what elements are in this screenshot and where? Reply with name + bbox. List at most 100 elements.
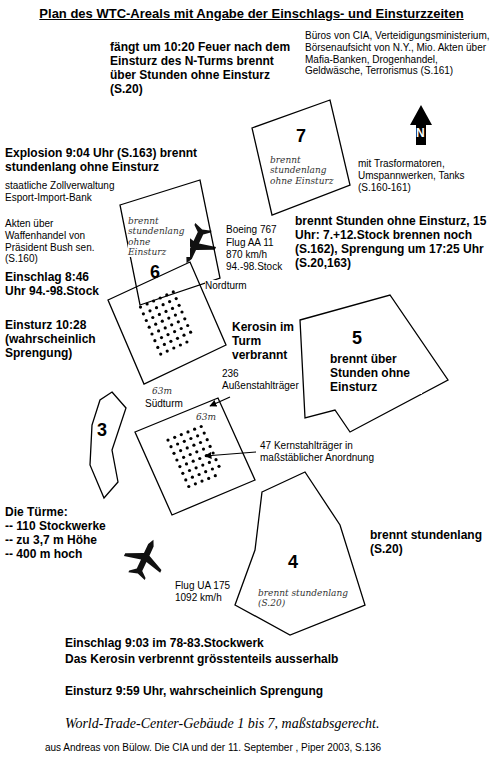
- core-column: [189, 437, 192, 440]
- core-column: [188, 469, 191, 472]
- core-column: [166, 333, 169, 336]
- building-shape: [135, 398, 255, 515]
- annotation-label: Einschlag 8:46 Uhr 94.-98.Stock: [5, 270, 113, 298]
- core-column: [212, 451, 215, 454]
- core-column: [163, 343, 166, 346]
- annotation-label: staatliche Zollverwaltung Esport-Import-…: [5, 180, 117, 204]
- north-arrow: [410, 105, 432, 145]
- building-name: 3: [97, 420, 107, 441]
- core-column: [172, 452, 175, 455]
- core-column: [198, 473, 201, 476]
- core-column: [186, 446, 189, 449]
- core-column: [180, 327, 183, 330]
- annotation-label: aus Andreas von Bülow. Die CIA und der 1…: [45, 742, 381, 754]
- core-column: [200, 425, 203, 428]
- leader-line: [205, 452, 256, 456]
- airplane: [118, 531, 171, 584]
- core-column: [168, 300, 171, 303]
- core-column: [169, 445, 172, 448]
- core-column: [198, 457, 201, 460]
- annotation-label: N: [416, 126, 425, 140]
- annotation-label: Flug AA 11 870 km/h 94.-98.Stock: [226, 237, 288, 272]
- building-name: Nordturm: [205, 280, 247, 292]
- core-column: [156, 346, 159, 349]
- core-column: [182, 334, 185, 337]
- core-column: [173, 436, 176, 439]
- core-column: [187, 485, 190, 488]
- core-column: [201, 464, 204, 467]
- core-column: [172, 346, 175, 349]
- annotation-label: Einschlag 9:03 im 78-83.Stockwerk: [65, 636, 264, 650]
- annotation-label: 47 Kernstahlträger in maßstäblicher Anor…: [260, 440, 400, 464]
- core-column: [195, 466, 198, 469]
- core-column: [174, 314, 177, 317]
- core-column: [154, 323, 157, 326]
- building-note: brennt stundenlang ohne Einsturz: [270, 155, 335, 186]
- core-column: [202, 448, 205, 451]
- annotation-label: fängt um 10:20 Feuer nach dem Einsturz d…: [110, 40, 295, 97]
- annotation-label: -- zu 3,7 m Höhe: [5, 533, 97, 547]
- building-outline: Südturm: [135, 398, 255, 515]
- building-name: 5: [352, 328, 362, 349]
- annotation-label: -- 110 Stockwerke: [5, 519, 106, 533]
- annotation-label: brennt stundenlang (S.20): [370, 528, 490, 556]
- core-column: [178, 465, 181, 468]
- core-column: [195, 450, 198, 453]
- core-column: [153, 339, 156, 342]
- core-column: [155, 306, 158, 309]
- core-column: [179, 449, 182, 452]
- core-column: [157, 329, 160, 332]
- annotation-label: -- 400 m hoch: [5, 547, 82, 561]
- core-column: [214, 458, 217, 461]
- core-column: [184, 478, 187, 481]
- core-column: [175, 458, 178, 461]
- annotation-label: Kerosin im Turm verbrannt: [232, 320, 298, 362]
- core-column: [169, 340, 172, 343]
- core-column: [148, 326, 151, 329]
- building-outline: 4 brennt stundenlang (S.20): [235, 472, 365, 635]
- building-name: Südturm: [145, 398, 183, 410]
- core-column: [185, 340, 188, 343]
- core-column: [211, 467, 214, 470]
- building-name: 7: [296, 126, 306, 147]
- annotation-label: Akten über Waffenhandel von Präsident Bu…: [5, 218, 117, 265]
- core-column: [183, 317, 186, 320]
- core-column: [173, 330, 176, 333]
- annotation-label: 63m: [152, 386, 172, 396]
- core-column: [181, 472, 184, 475]
- core-column: [160, 336, 163, 339]
- building-name: 4: [288, 552, 298, 573]
- core-columns: [139, 290, 221, 488]
- building-outline: 7 brennt stundenlang ohne Einsturz: [252, 100, 350, 215]
- core-column: [179, 343, 182, 346]
- figure-caption: World-Trade-Center-Gebäude 1 bis 7, maßs…: [65, 716, 379, 733]
- annotation-label: Einsturz 9:59 Uhr, wahrscheinlich Spreng…: [65, 684, 323, 698]
- core-column: [189, 453, 192, 456]
- core-column: [186, 324, 189, 327]
- core-column: [167, 317, 170, 320]
- annotation-label: Explosion 9:04 Uhr (S.163) brennt stunde…: [5, 146, 205, 174]
- core-column: [139, 306, 142, 309]
- building-note: brennt stundenlang (S.20): [258, 588, 348, 609]
- core-column: [166, 350, 169, 353]
- core-column: [199, 441, 202, 444]
- building-outline: Nordturm: [108, 262, 226, 384]
- core-column: [164, 326, 167, 329]
- core-column: [189, 331, 192, 334]
- annotation-label: Einsturz 10:28 (wahrscheinlich Sprengung…: [5, 318, 105, 360]
- annotation-label: mit Trasformatoren, Umspannwerken, Tanks…: [358, 158, 493, 193]
- annotation-label: Die Türme:: [5, 505, 68, 519]
- core-column: [158, 313, 161, 316]
- core-column: [207, 477, 210, 480]
- building-shape: [90, 392, 126, 498]
- annotation-label: Boeing 767: [226, 224, 277, 236]
- core-column: [161, 320, 164, 323]
- core-column: [192, 460, 195, 463]
- core-column: [217, 465, 220, 468]
- annotation-label: Büros von CIA, Verteidigungsministerium,…: [305, 30, 497, 77]
- core-column: [200, 480, 203, 483]
- annotation-label: 63m: [196, 412, 216, 422]
- core-column: [182, 456, 185, 459]
- annotation-label: Flug UA 175 1092 km/h: [175, 580, 237, 604]
- core-column: [175, 297, 178, 300]
